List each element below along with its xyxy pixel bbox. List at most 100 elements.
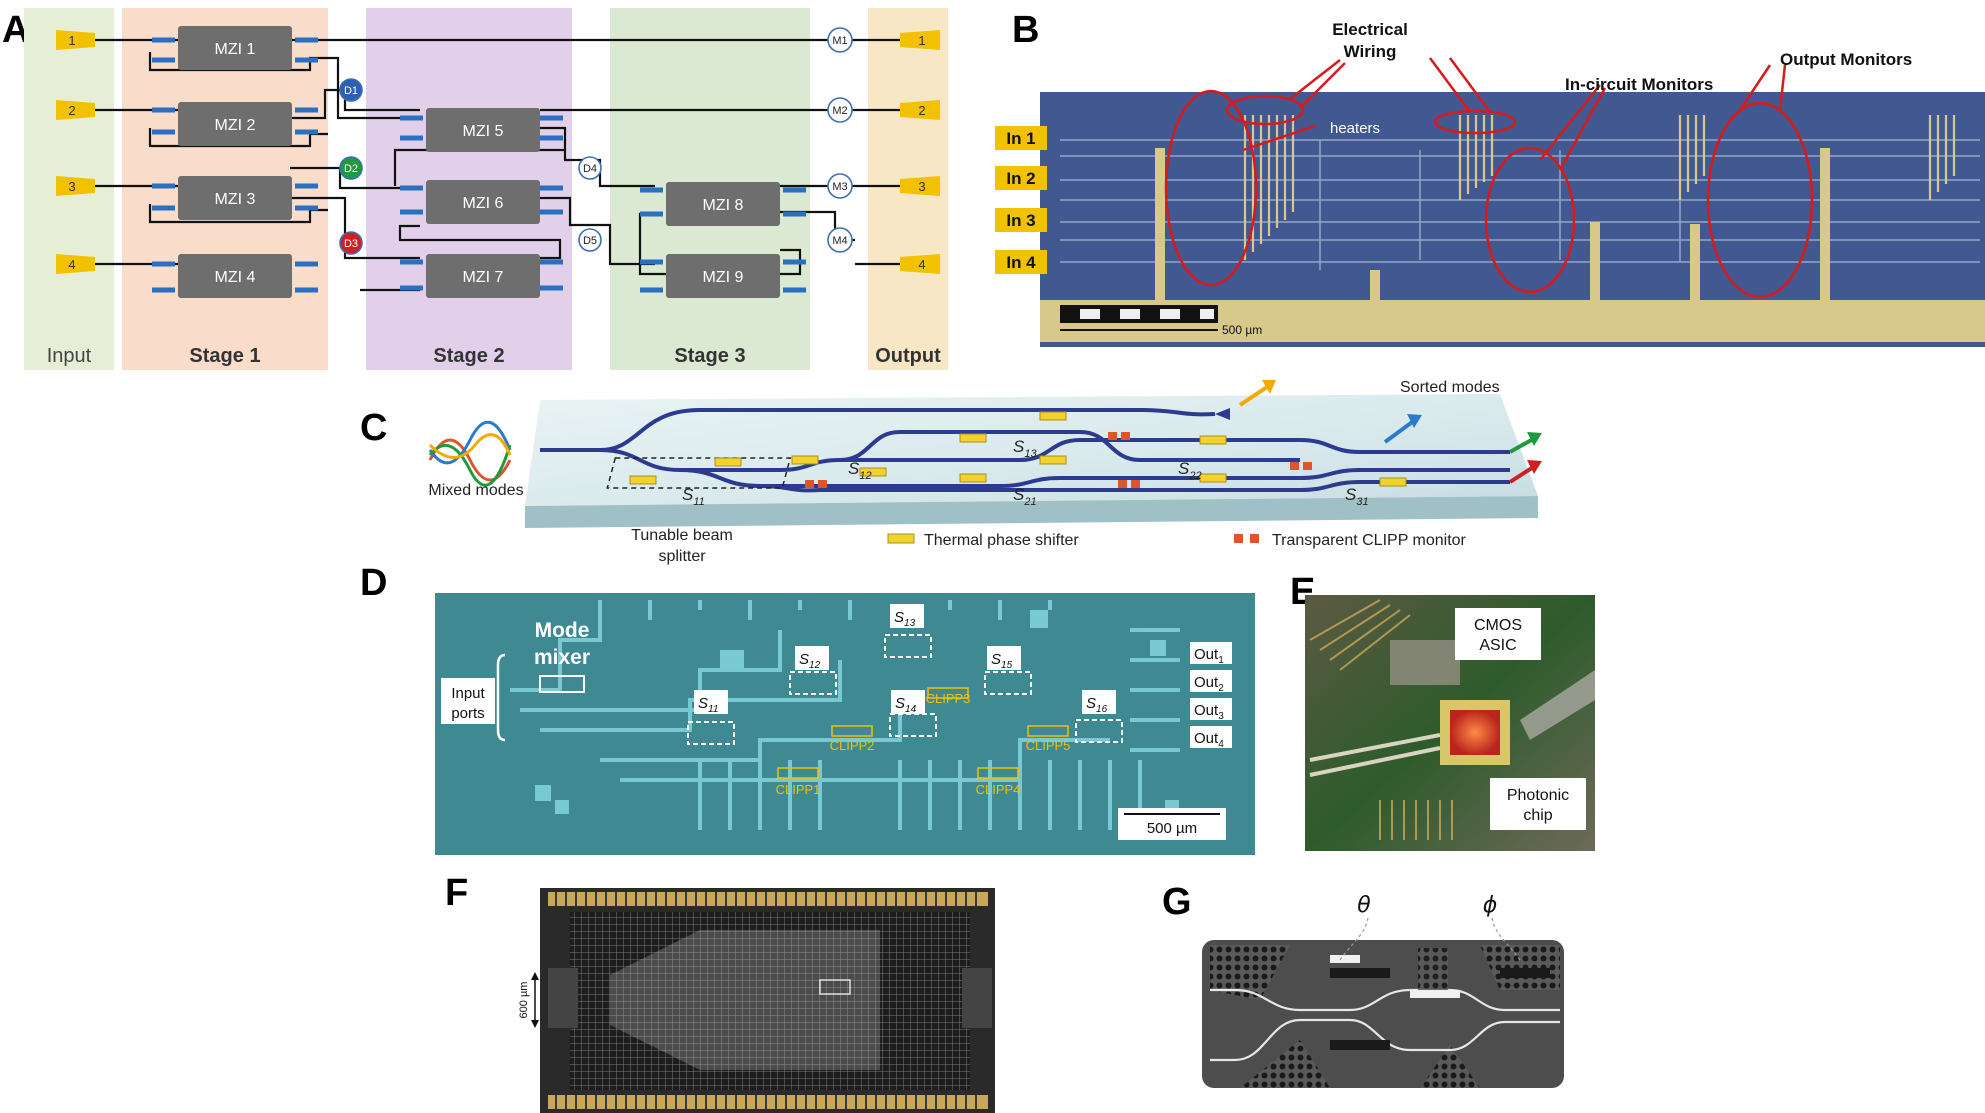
- svg-text:Out2: Out2: [1194, 674, 1224, 694]
- splitter-boxes-d: [687, 634, 1123, 745]
- splitter-label: S: [1086, 695, 1096, 712]
- splitter-sub: 13: [1024, 448, 1037, 460]
- panel-d: D Mode mixer Input ports: [360, 562, 1255, 855]
- mzi-label: MZI 8: [703, 197, 744, 214]
- splitter-sub: 11: [708, 704, 718, 715]
- output-ports: [900, 30, 940, 274]
- input-ports: [56, 30, 95, 274]
- splitter-label: S: [1013, 437, 1025, 456]
- svg-text:Out4: Out4: [1194, 730, 1224, 750]
- detector-circles: [339, 78, 602, 255]
- detector-label: D2: [344, 163, 358, 175]
- svg-text:S22: S22: [1178, 459, 1202, 482]
- phase-shifter-pads-c: [629, 411, 1407, 487]
- mixed-modes-label: Mixed modes: [428, 482, 523, 499]
- svg-text:S14: S14: [895, 695, 917, 715]
- splitter-label: S: [848, 459, 860, 478]
- clipp-monitors-c: [805, 432, 1312, 488]
- monitor-label: M4: [832, 235, 847, 247]
- output-port-label: 2: [918, 103, 925, 118]
- svg-text:S12: S12: [799, 651, 821, 671]
- annotation-in-circuit: In-circuit Monitors: [1565, 75, 1713, 94]
- cmos-label-line2: ASIC: [1479, 637, 1516, 654]
- panel-label-b: B: [1012, 9, 1039, 51]
- output-sub: 1: [1218, 655, 1224, 666]
- splitter-sub: 16: [1096, 704, 1108, 715]
- panel-label-f: F: [445, 872, 468, 914]
- panel-b: B: [995, 9, 1985, 347]
- input-port-label: 4: [68, 257, 75, 272]
- svg-text:S31: S31: [1345, 485, 1369, 508]
- detector-label: D3: [344, 238, 358, 250]
- input-label: In 4: [1006, 253, 1036, 272]
- mzi-label: MZI 6: [463, 195, 504, 212]
- splitter-label: S: [894, 609, 904, 626]
- detector-label: D1: [344, 85, 358, 97]
- splitter-sub: 11: [693, 496, 704, 508]
- output-label: Out: [1194, 646, 1219, 663]
- output-label: Out: [1194, 702, 1219, 719]
- svg-text:S13: S13: [1013, 437, 1037, 460]
- input-port-label: 1: [68, 33, 75, 48]
- annotation-output-monitors: Output Monitors: [1780, 50, 1912, 69]
- beam-splitter-box: [606, 457, 792, 489]
- svg-text:S15: S15: [991, 651, 1013, 671]
- splitter-sub: 14: [905, 704, 917, 715]
- splitter-sub: 12: [809, 660, 821, 671]
- mzi-label: MZI 1: [215, 41, 256, 58]
- column-label: Output: [875, 345, 941, 367]
- input-labels-b: [995, 126, 1047, 274]
- annotation-heaters: heaters: [1330, 120, 1380, 137]
- scale-bar-f: 600 µm: [518, 972, 539, 1028]
- panel-a: A Input Stage 1 Stage 2 Stage 3 Output: [2, 8, 948, 370]
- output-label: Out: [1194, 730, 1219, 747]
- input-ports-label-line1: Input: [451, 685, 485, 702]
- mode-mixer-label-line2: mixer: [534, 646, 590, 669]
- svg-text:S13: S13: [894, 609, 916, 629]
- output-arrows-c: [1215, 380, 1542, 484]
- output-sub: 4: [1218, 739, 1224, 750]
- tunable-bs-label-line2: splitter: [658, 548, 706, 565]
- scale-label: 500 µm: [1147, 820, 1197, 837]
- clipp-label: CLIPP1: [776, 782, 821, 797]
- splitter-sub: 15: [1001, 660, 1013, 671]
- mzi-label: MZI 2: [215, 117, 256, 134]
- mode-mixer-label-line1: Mode: [535, 619, 590, 642]
- clipp-label: CLIPP4: [976, 782, 1021, 797]
- column-label: Input: [47, 345, 92, 367]
- splitter-label: S: [1345, 485, 1357, 504]
- svg-text:S21: S21: [1013, 485, 1037, 508]
- column-label: Stage 3: [674, 345, 745, 367]
- detector-label: D5: [583, 235, 597, 247]
- mode-mixer-box: [539, 675, 585, 693]
- output-port-label: 1: [918, 33, 925, 48]
- splitter-label: S: [991, 651, 1001, 668]
- photonic-label-line2: chip: [1523, 807, 1552, 824]
- column-label: Stage 1: [189, 345, 260, 367]
- scale-bar-b: 500 µm: [1060, 305, 1262, 337]
- highlight-ellipses: [1164, 57, 1814, 299]
- svg-text:Out1: Out1: [1194, 646, 1224, 666]
- output-port-label: 4: [918, 257, 925, 272]
- legend-phase-shifter: Thermal phase shifter: [924, 532, 1079, 549]
- panel-c: C Mixed modes: [360, 379, 1542, 565]
- sorted-modes-label: Sorted modes: [1400, 379, 1500, 396]
- panel-label-d: D: [360, 562, 387, 604]
- splitter-label: S: [698, 695, 708, 712]
- output-sub: 2: [1218, 683, 1224, 694]
- splitter-sub: 31: [1356, 496, 1368, 508]
- scale-label: 600 µm: [518, 982, 530, 1019]
- photonic-label-line1: Photonic: [1507, 787, 1569, 804]
- mzi-label: MZI 7: [463, 269, 504, 286]
- panel-label-g: G: [1162, 881, 1192, 923]
- waveguide-network-c: [540, 408, 1510, 493]
- clipp-label: CLIPP5: [1026, 738, 1071, 753]
- tunable-bs-label-line1: Tunable beam: [631, 527, 733, 544]
- input-ports-box: [441, 678, 495, 724]
- svg-text:S16: S16: [1086, 695, 1108, 715]
- mzi-blocks: [178, 26, 780, 298]
- phi-label: ϕ: [1483, 893, 1498, 918]
- panel-g: G θ ϕ: [1162, 881, 1564, 1088]
- input-port-label: 2: [68, 103, 75, 118]
